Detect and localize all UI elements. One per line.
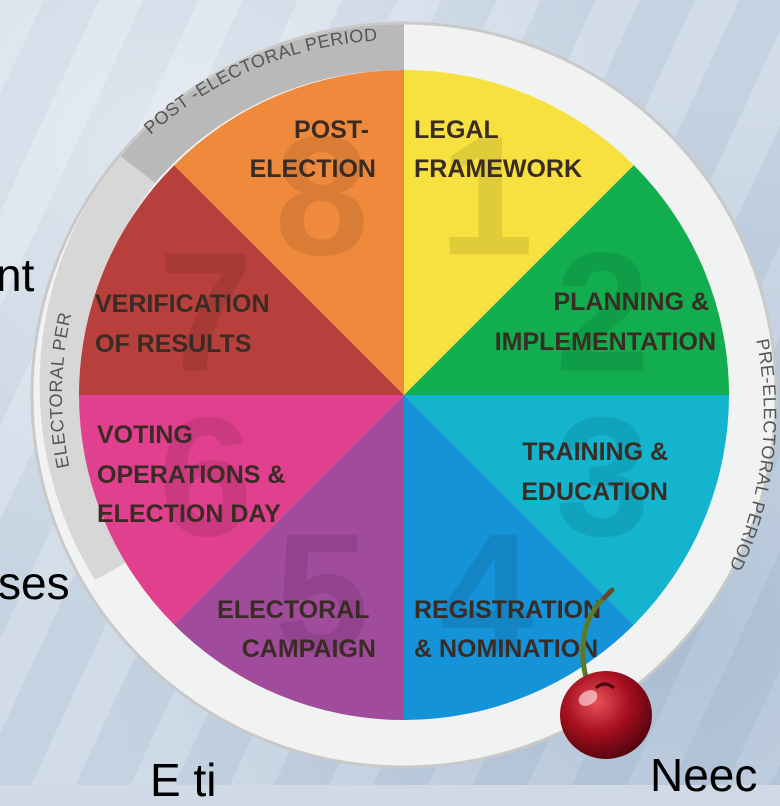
- label-electoral-campaign: ELECTORAL CAMPAIGN: [217, 596, 376, 663]
- cherry-icon: [560, 587, 652, 759]
- post-electoral-band: [119, 22, 404, 184]
- segment-2: [404, 165, 729, 395]
- segment-4: [404, 395, 634, 720]
- segments: [79, 70, 729, 720]
- segment-8: [174, 70, 404, 395]
- segment-number-2: 2: [555, 218, 650, 408]
- label-training-education: TRAINING & EDUCATION: [521, 438, 675, 506]
- partial-text-left-top: nt: [0, 249, 35, 301]
- segment-7: [79, 165, 404, 395]
- segment-number-8: 8: [274, 101, 369, 291]
- label-planning-implementation: PLANNING & IMPLEMENTATION: [495, 288, 716, 356]
- segment-number-3: 3: [555, 382, 650, 572]
- label-voting-operations: VOTING OPERATIONS & ELECTION DAY: [97, 421, 292, 528]
- label-legal-framework: LEGAL FRAMEWORK: [414, 116, 582, 183]
- label-post-election: POST- ELECTION: [250, 116, 376, 183]
- segment-6: [79, 395, 404, 625]
- partial-text-left-bottom: ses: [0, 557, 70, 609]
- segment-number-7: 7: [158, 218, 253, 408]
- label-verification-results: VERIFICATION OF RESULTS: [95, 290, 277, 358]
- segment-5: [174, 395, 404, 720]
- segment-3: [404, 395, 729, 625]
- segment-number-4: 4: [439, 499, 534, 689]
- label-registration-nomination: REGISTRATION & NOMINATION: [414, 596, 608, 663]
- segment-number-6: 6: [158, 382, 253, 572]
- segment-number-5: 5: [274, 499, 369, 689]
- segment-1: [404, 70, 634, 395]
- segment-number-1: 1: [439, 101, 534, 291]
- electoral-band: [39, 155, 155, 580]
